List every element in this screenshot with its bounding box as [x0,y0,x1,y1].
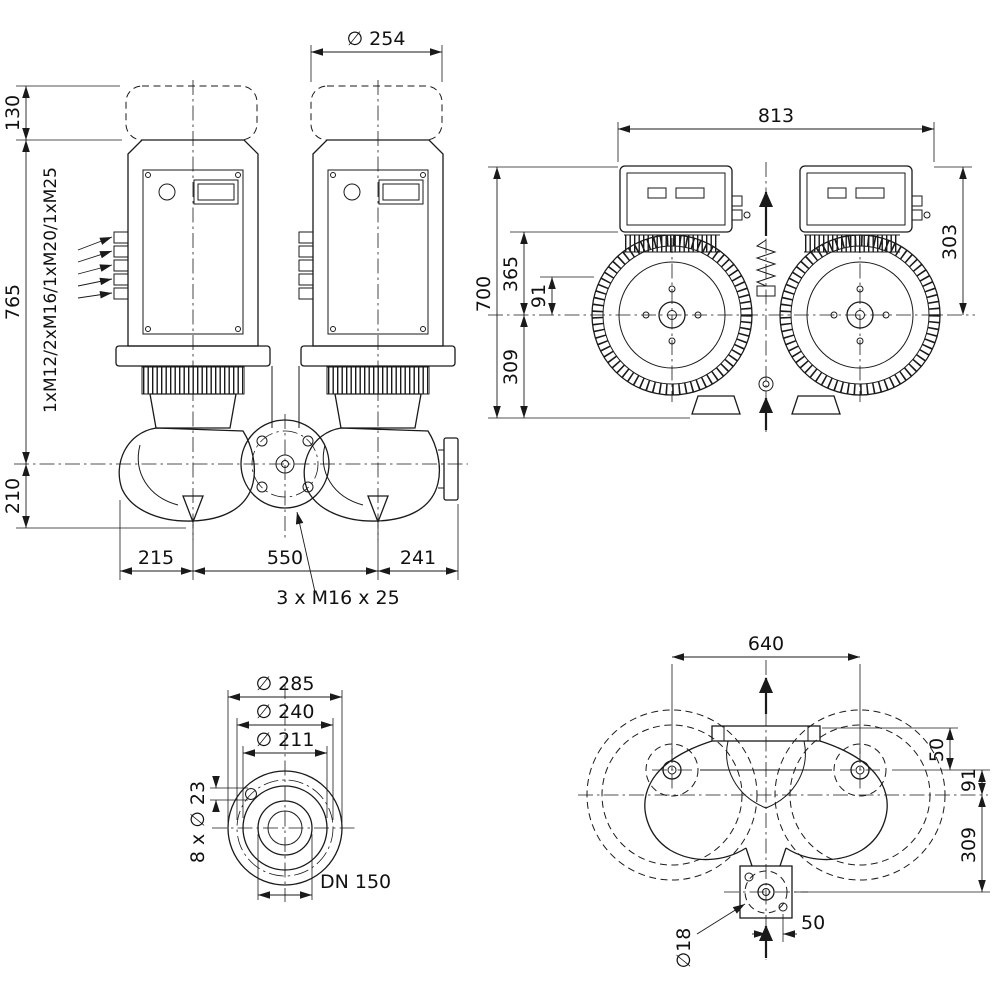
dim-91-top: 91 [958,768,980,792]
fan-shroud-left [591,234,753,396]
dim-309: 309 [500,349,522,385]
dim-309-top: 309 [958,827,980,863]
gland-leader-arrows [77,236,113,299]
discharge-flange [711,725,821,742]
cable-glands [113,231,314,300]
front-view: ∅ 254 [2,28,468,609]
flange-detail-view: ∅ 285 ∅ 240 ∅ 211 8 x ∅ 23 DN 150 [187,673,391,902]
terminal-box-left [619,165,751,233]
clearance-box-left [125,85,258,141]
dim-width-640: 640 [748,633,784,655]
terminal-box-right [799,165,931,233]
dim-640-lines [671,653,861,754]
suction-flange-right [443,437,459,501]
dim-813-lines [617,122,935,162]
label-flange-screws: 3 x M16 x 25 [276,587,399,609]
dim-motor-diameter-lines [310,45,443,82]
dim-700: 700 [473,276,495,312]
bolt-hole-callout [210,776,248,812]
front-left-dims [16,85,186,529]
fan-hub [658,301,686,329]
volute-inner-line [137,444,179,506]
base-flange-left [115,345,271,367]
drain-bolt-hole [778,902,788,912]
base-flange-right [300,345,456,367]
vent-spring [755,239,777,287]
fan-grille [780,235,940,395]
raised-face-circle [242,785,328,871]
display-window [193,179,424,205]
dim-50-bottom: 50 [801,912,825,934]
label-dn150: DN 150 [320,871,391,893]
bore-circle [257,800,313,856]
bolt-hole [245,788,257,800]
cooling-fins [141,366,430,395]
fan-grille [592,235,752,395]
front-bottom-dims [119,500,459,580]
dim-365: 365 [500,256,522,292]
dim-width-215: 215 [138,547,174,569]
dim-width-550: 550 [267,547,303,569]
top-right-dims [794,727,990,893]
drain-bolt-hole [744,872,754,882]
vent-valve-assembly [755,191,777,430]
lantern-right [334,393,422,429]
dim-width-813: 813 [758,105,794,127]
dim-clearance-130: 130 [2,95,24,131]
fan-hub [846,301,874,329]
label-drain-dia: ∅18 [673,928,695,969]
volute-inner-line [322,444,364,506]
panel-screws [145,172,426,332]
drain-flange [739,865,793,919]
control-button [158,183,176,201]
bolt-circle [251,430,319,498]
shaft-gland-right [850,760,870,780]
terminal-panel-left [142,169,244,335]
side-right-dims [934,166,972,315]
drain-dia-leader [696,903,746,935]
side-view: 813 700 365 91 309 303 [473,105,975,432]
top-bottom-dims [696,903,797,942]
dim-dia-211: ∅ 211 [256,729,315,751]
dim-total-height-765: 765 [2,284,24,320]
control-button [343,183,361,201]
flange-outer-circle [227,770,343,886]
pump-foot-right [367,495,389,524]
support-foot [691,395,741,415]
terminal-panel-right [327,169,429,335]
flange-dia-dims [227,690,343,822]
label-cable-glands: 1xM12/2xM16/1xM20/1xM25 [41,167,61,413]
shaft-gland-left [662,760,682,780]
hub-circle [267,810,303,846]
side-left-dims [488,166,690,419]
dim-dia-285: ∅ 285 [256,673,315,695]
dim-width-241: 241 [400,547,436,569]
clearance-box-right [310,85,443,141]
pump-foot-left [182,495,204,524]
label-bolt-holes: 8 x ∅ 23 [187,781,209,863]
fan-shroud-right [779,234,941,396]
dim-motor-diameter: ∅ 254 [347,28,406,50]
top-view: 640 50 91 309 50 ∅18 [578,633,990,968]
pump-casing-outline [644,725,888,867]
motor-fins [624,234,900,253]
dim-base-210: 210 [2,478,24,514]
center-flange [240,419,330,509]
dim-303: 303 [939,224,961,260]
support-foot [791,395,841,415]
dim-dia-240: ∅ 240 [256,701,315,723]
bolt-circle [236,779,334,877]
dim-50-upper: 50 [926,738,948,762]
dn150-dim [257,834,313,900]
lantern-left [149,393,237,429]
dim-91: 91 [528,284,550,308]
flange-screws-leader [295,511,316,593]
